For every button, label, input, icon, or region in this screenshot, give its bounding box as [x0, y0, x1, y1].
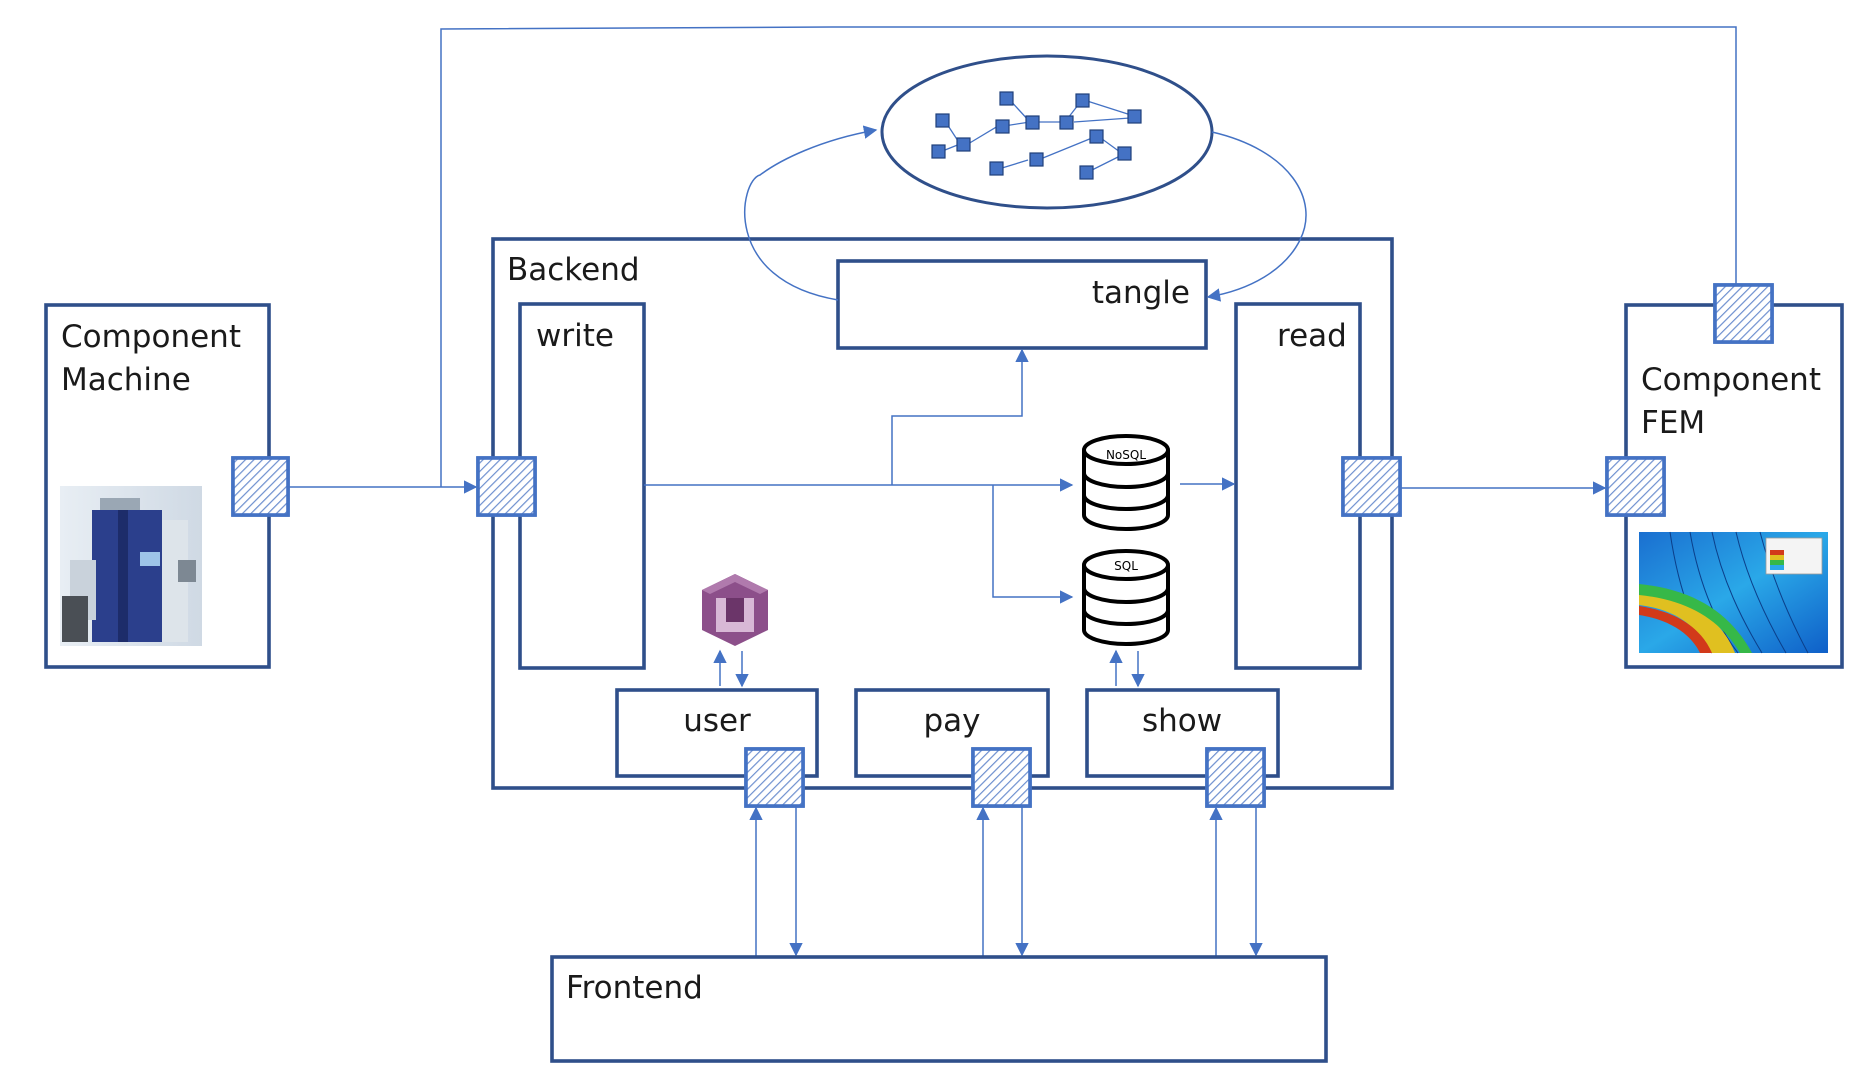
component-fem-label-2: FEM	[1641, 405, 1705, 441]
write-box	[518, 302, 646, 670]
write-label: write	[536, 318, 614, 354]
frontend: Frontend	[550, 955, 1328, 1063]
component-machine-label-2: Machine	[61, 362, 191, 398]
user-label: user	[683, 703, 751, 739]
component-machine-label-1: Component	[61, 319, 241, 355]
tangle-box	[836, 259, 1208, 350]
sql-label: SQL	[1114, 559, 1138, 573]
fem-stress-plot-icon	[1639, 531, 1828, 654]
write-to-sql-arrow	[992, 485, 1074, 604]
flow-lines	[288, 26, 1737, 957]
backend: Backend write read tangle user pay show	[476, 237, 1402, 808]
graph-to-tangle-arrow	[1206, 131, 1307, 302]
backend-label: Backend	[507, 252, 640, 288]
nosql-label: NoSQL	[1106, 448, 1146, 462]
tangle-label: tangle	[1092, 275, 1190, 311]
component-fem-label-1: Component	[1641, 362, 1821, 398]
read-label: read	[1277, 318, 1347, 354]
industrial-machine-icon	[60, 486, 202, 646]
tangle-graph	[880, 54, 1214, 210]
write-to-tangle-arrow	[891, 348, 1029, 485]
frontend-label: Frontend	[566, 970, 703, 1006]
show-label: show	[1142, 703, 1222, 739]
nosql-database-icon	[1082, 434, 1170, 531]
pay-label: pay	[923, 703, 980, 739]
top-loop-line	[440, 26, 1737, 487]
sql-database-icon	[1082, 549, 1170, 646]
cognito-icon	[702, 574, 768, 646]
tangle-to-graph-arrow	[744, 125, 878, 301]
